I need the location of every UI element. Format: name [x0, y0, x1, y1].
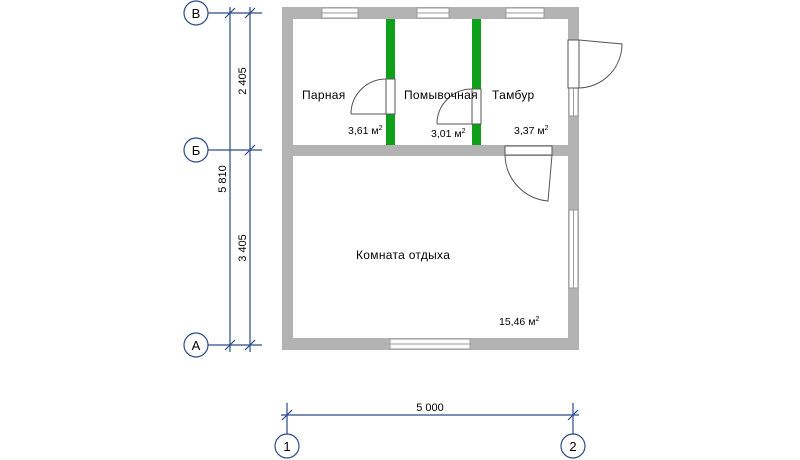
dim-tick — [224, 339, 236, 351]
axis-label-a: А — [192, 338, 201, 353]
dim-tick — [281, 409, 293, 421]
dim-total-width: 5 000 — [416, 402, 444, 414]
door-steam — [350, 78, 396, 115]
wall-right — [568, 7, 579, 350]
door-rest-room — [504, 145, 553, 202]
windows — [321, 7, 579, 350]
dim-tick — [567, 409, 579, 421]
partition-wash-vestibule-upper — [472, 19, 481, 89]
axis-label-1: 1 — [283, 439, 290, 454]
room-name-rest: Комната отдыха — [356, 248, 450, 262]
window-top-3 — [505, 7, 545, 19]
axis-marker-b — [183, 137, 209, 163]
window-right-lower — [568, 209, 579, 289]
axis-marker-a — [183, 332, 209, 358]
axis-label-2: 2 — [569, 439, 576, 454]
axis-label-v: В — [192, 6, 201, 21]
axis-marker-1 — [274, 433, 300, 459]
column-axis-markers: 1 2 — [274, 433, 586, 459]
dim-tick — [244, 7, 256, 19]
doors — [350, 39, 623, 202]
dim-lower-span: 3 405 — [237, 234, 249, 262]
wall-left — [282, 7, 293, 350]
axis-marker-2 — [560, 433, 586, 459]
room-area-rest: 15,46 м2 — [499, 316, 539, 328]
window-top-2 — [416, 7, 450, 19]
dim-upper-span: 2 405 — [237, 67, 249, 95]
room-area-steam: 3,61 м2 — [348, 125, 383, 137]
dim-tick — [224, 7, 236, 19]
partition-steam-wash-lower — [386, 114, 395, 145]
dim-tick — [244, 339, 256, 351]
window-top-1 — [321, 7, 359, 19]
room-area-vestibule: 3,37 м2 — [514, 125, 549, 137]
door-wash — [436, 88, 482, 125]
partition-wash-vestibule-lower — [472, 124, 481, 145]
room-name-vestibule: Тамбур — [492, 88, 535, 102]
room-name-wash: Помывочная — [404, 88, 478, 102]
wall-middle — [282, 145, 579, 156]
dim-tick — [244, 144, 256, 156]
dim-total-height: 5 810 — [217, 165, 229, 193]
axis-label-b: Б — [192, 143, 201, 158]
room-name-steam: Парная — [302, 88, 346, 102]
horizontal-dimension: 5 000 — [281, 402, 579, 434]
door-exterior — [567, 39, 623, 89]
vertical-dimensions: 5 810 2 405 3 405 — [208, 7, 262, 352]
row-axis-markers: В Б А — [183, 0, 209, 358]
partition-steam-wash-upper — [386, 19, 395, 79]
room-labels: Парная 3,61 м2 Помывочная 3,01 м2 Тамбур… — [302, 88, 549, 328]
partitions — [386, 19, 481, 145]
window-bottom — [389, 338, 471, 350]
walls — [282, 7, 579, 350]
room-area-wash: 3,01 м2 — [431, 128, 466, 140]
window-right-upper — [568, 87, 579, 117]
axis-marker-v — [183, 0, 209, 26]
